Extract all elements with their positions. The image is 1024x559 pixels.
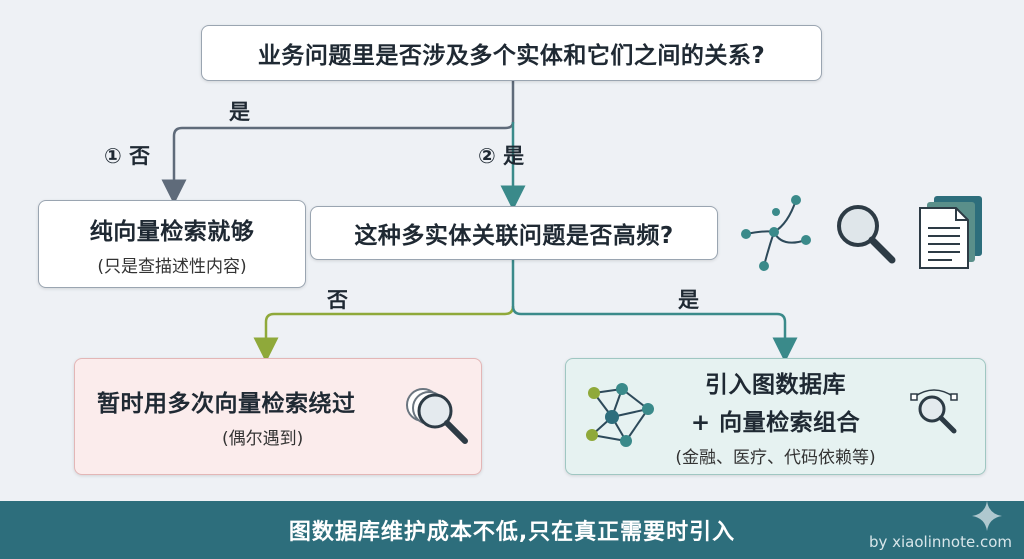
answer-graph-combo-line2: + 向量检索组合 bbox=[690, 410, 861, 436]
answer-vector-only-sub: (只是查描述性内容) bbox=[97, 256, 247, 277]
answer-vector-only-title: 纯向量检索就够 bbox=[89, 218, 255, 245]
question-2-box: 这种多实体关联问题是否高频? bbox=[310, 206, 718, 260]
label-q2-yes: 是 bbox=[678, 288, 699, 312]
question-2-text: 这种多实体关联问题是否高频? bbox=[354, 223, 674, 249]
answer-graph-combo-sub: (金融、医疗、代码依赖等) bbox=[675, 448, 876, 468]
answer-graph-combo-line1: 引入图数据库 bbox=[705, 372, 846, 398]
graph-nodes-icon bbox=[741, 195, 811, 271]
answer-graph-combo-box: 引入图数据库 + 向量检索组合 (金融、医疗、代码依赖等) bbox=[565, 358, 986, 475]
sparkle-icon bbox=[972, 501, 1002, 531]
footer-credit: by xiaolinnote.com bbox=[868, 533, 1012, 551]
label-yes-top: 是 bbox=[229, 100, 250, 124]
network-graph-icon bbox=[586, 383, 654, 447]
answer-vector-only-box: 纯向量检索就够 (只是查描述性内容) bbox=[38, 200, 306, 288]
question-1-text: 业务问题里是否涉及多个实体和它们之间的关系? bbox=[257, 43, 766, 69]
vector-search-icon bbox=[910, 389, 958, 434]
answer-multi-vector-box: 暂时用多次向量检索绕过 (偶尔遇到) bbox=[74, 358, 482, 475]
label-branch-2-yes: ② 是 bbox=[478, 144, 525, 168]
connector-to-vector-only bbox=[161, 121, 515, 205]
connector-to-graph-combo bbox=[511, 305, 798, 363]
label-branch-1-no: ① 否 bbox=[104, 144, 151, 168]
answer-multi-vector-sub: (偶尔遇到) bbox=[222, 429, 304, 449]
stacked-search-icon bbox=[406, 388, 468, 444]
magnifier-icon bbox=[837, 205, 896, 264]
documents-icon bbox=[919, 196, 982, 269]
question-1-box: 业务问题里是否涉及多个实体和它们之间的关系? bbox=[201, 25, 822, 81]
label-q2-no: 否 bbox=[327, 288, 348, 312]
footer-bar: 图数据库维护成本不低,只在真正需要时引入 by xiaolinnote.com bbox=[0, 501, 1024, 559]
connector-to-multi-vector bbox=[253, 305, 515, 363]
footer-text: 图数据库维护成本不低,只在真正需要时引入 bbox=[288, 520, 736, 545]
answer-multi-vector-title: 暂时用多次向量检索绕过 bbox=[97, 391, 356, 417]
